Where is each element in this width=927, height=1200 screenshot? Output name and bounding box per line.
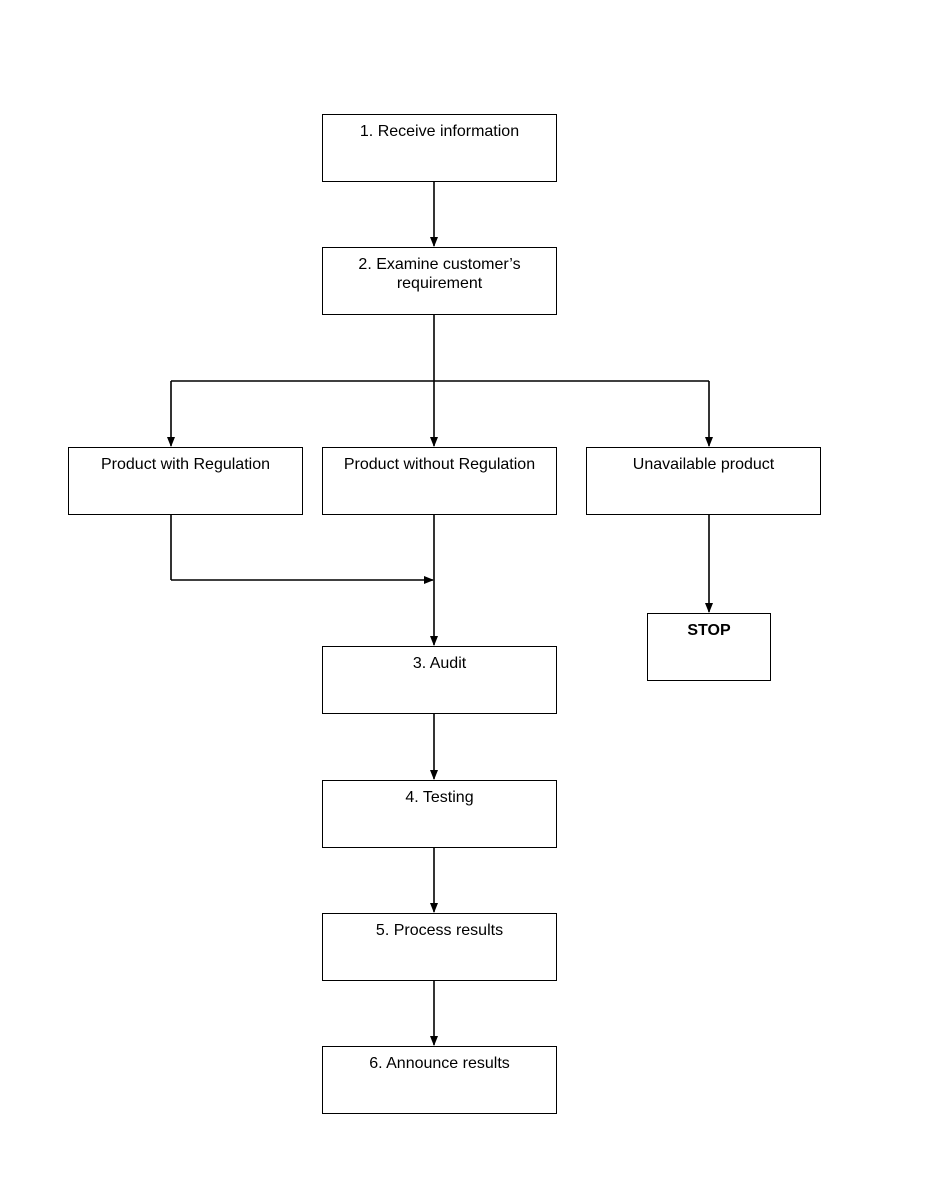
- node-stop: STOP: [647, 613, 771, 681]
- node-receive-information-label: 1. Receive information: [359, 123, 520, 140]
- node-audit: 3. Audit: [322, 646, 557, 714]
- node-announce-results: 6. Announce results: [322, 1046, 557, 1114]
- node-testing: 4. Testing: [322, 780, 557, 848]
- node-product-with-regulation: Product with Regulation: [68, 447, 303, 515]
- node-unavailable-product: Unavailable product: [586, 447, 821, 515]
- node-receive-information: 1. Receive information: [322, 114, 557, 182]
- node-audit-label: 3. Audit: [412, 655, 467, 672]
- node-stop-label: STOP: [687, 622, 731, 639]
- node-process-results: 5. Process results: [322, 913, 557, 981]
- node-examine-requirement-label-line1: 2. Examine customer’s: [358, 256, 521, 273]
- node-product-without-regulation-label: Product without Regulation: [343, 456, 536, 473]
- node-product-without-regulation: Product without Regulation: [322, 447, 557, 515]
- node-process-results-label: 5. Process results: [375, 922, 504, 939]
- node-unavailable-product-label: Unavailable product: [632, 456, 775, 473]
- node-examine-requirement: 2. Examine customer’s requirement: [322, 247, 557, 315]
- node-product-with-regulation-label: Product with Regulation: [101, 456, 270, 473]
- node-announce-results-label: 6. Announce results: [369, 1055, 510, 1072]
- node-examine-requirement-label-line2: requirement: [396, 275, 483, 292]
- node-testing-label: 4. Testing: [405, 789, 474, 806]
